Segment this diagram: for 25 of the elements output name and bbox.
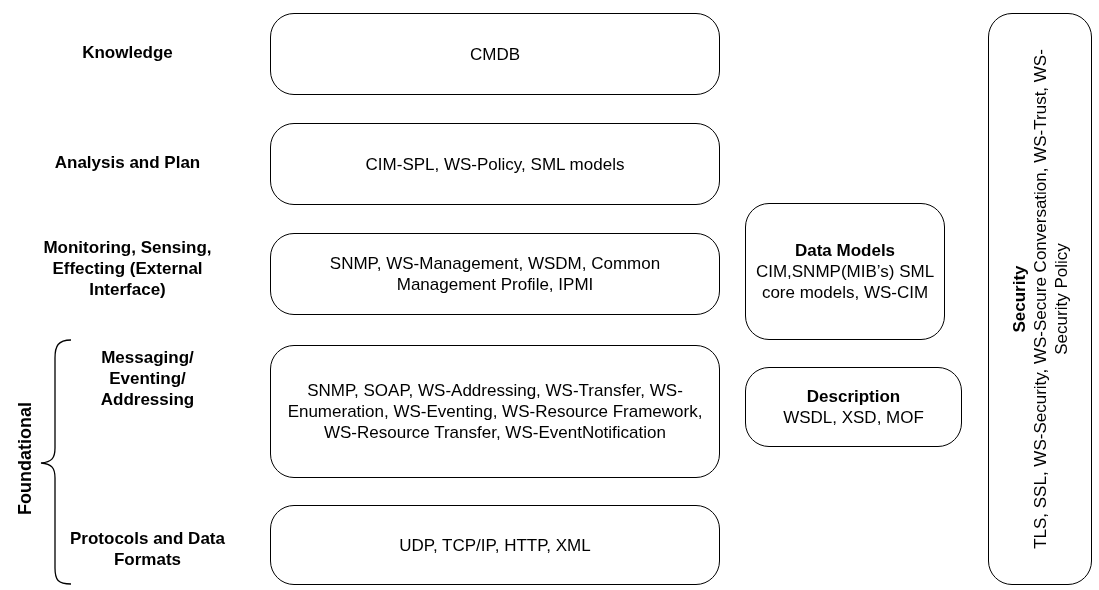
layer-box — [270, 233, 720, 315]
box-text: CIM,SNMP(MIB’s) SML core models, WS-CIM — [754, 261, 936, 303]
layer-label: Protocols and Data Formats — [69, 528, 226, 570]
layer-box — [270, 13, 720, 95]
box-text: UDP, TCP/IP, HTTP, XML — [399, 534, 591, 556]
layer-label: Knowledge — [81, 42, 174, 63]
box-text: CMDB — [469, 43, 521, 65]
side-box — [745, 367, 962, 447]
box-text: TLS, SSL, WS-Security, WS-Secure Conversation, WS-Trust, WS-Security Policy — [1029, 48, 1072, 551]
side-box — [745, 203, 945, 340]
box-text: WSDL, XSD, MOF — [783, 407, 924, 428]
box-heading: Description — [806, 386, 901, 407]
layer-box — [270, 505, 720, 585]
layer-box — [270, 123, 720, 205]
layer-label: Monitoring, Sensing, Effecting (External Interface) — [42, 237, 213, 300]
box-heading: Data Models — [794, 240, 896, 261]
layer-label: Analysis and Plan — [53, 152, 202, 173]
layer-label: Messaging/ Eventing/ Addressing — [99, 347, 196, 410]
box-text: SNMP, SOAP, WS-Addressing, WS-Transfer, WS-Enumeration, WS-Eventing, WS-Resource Framework, WS-Resource Transfer, WS-EventNotification — [286, 380, 704, 443]
group-label: Foundational — [14, 401, 36, 517]
box-heading: Security — [1008, 264, 1030, 335]
layer-box — [270, 345, 720, 478]
vertical-panel — [988, 13, 1092, 585]
box-text: SNMP, WS-Management, WSDM, Common Management Profile, IPMI — [328, 253, 662, 295]
box-text: CIM-SPL, WS-Policy, SML models — [365, 153, 625, 175]
